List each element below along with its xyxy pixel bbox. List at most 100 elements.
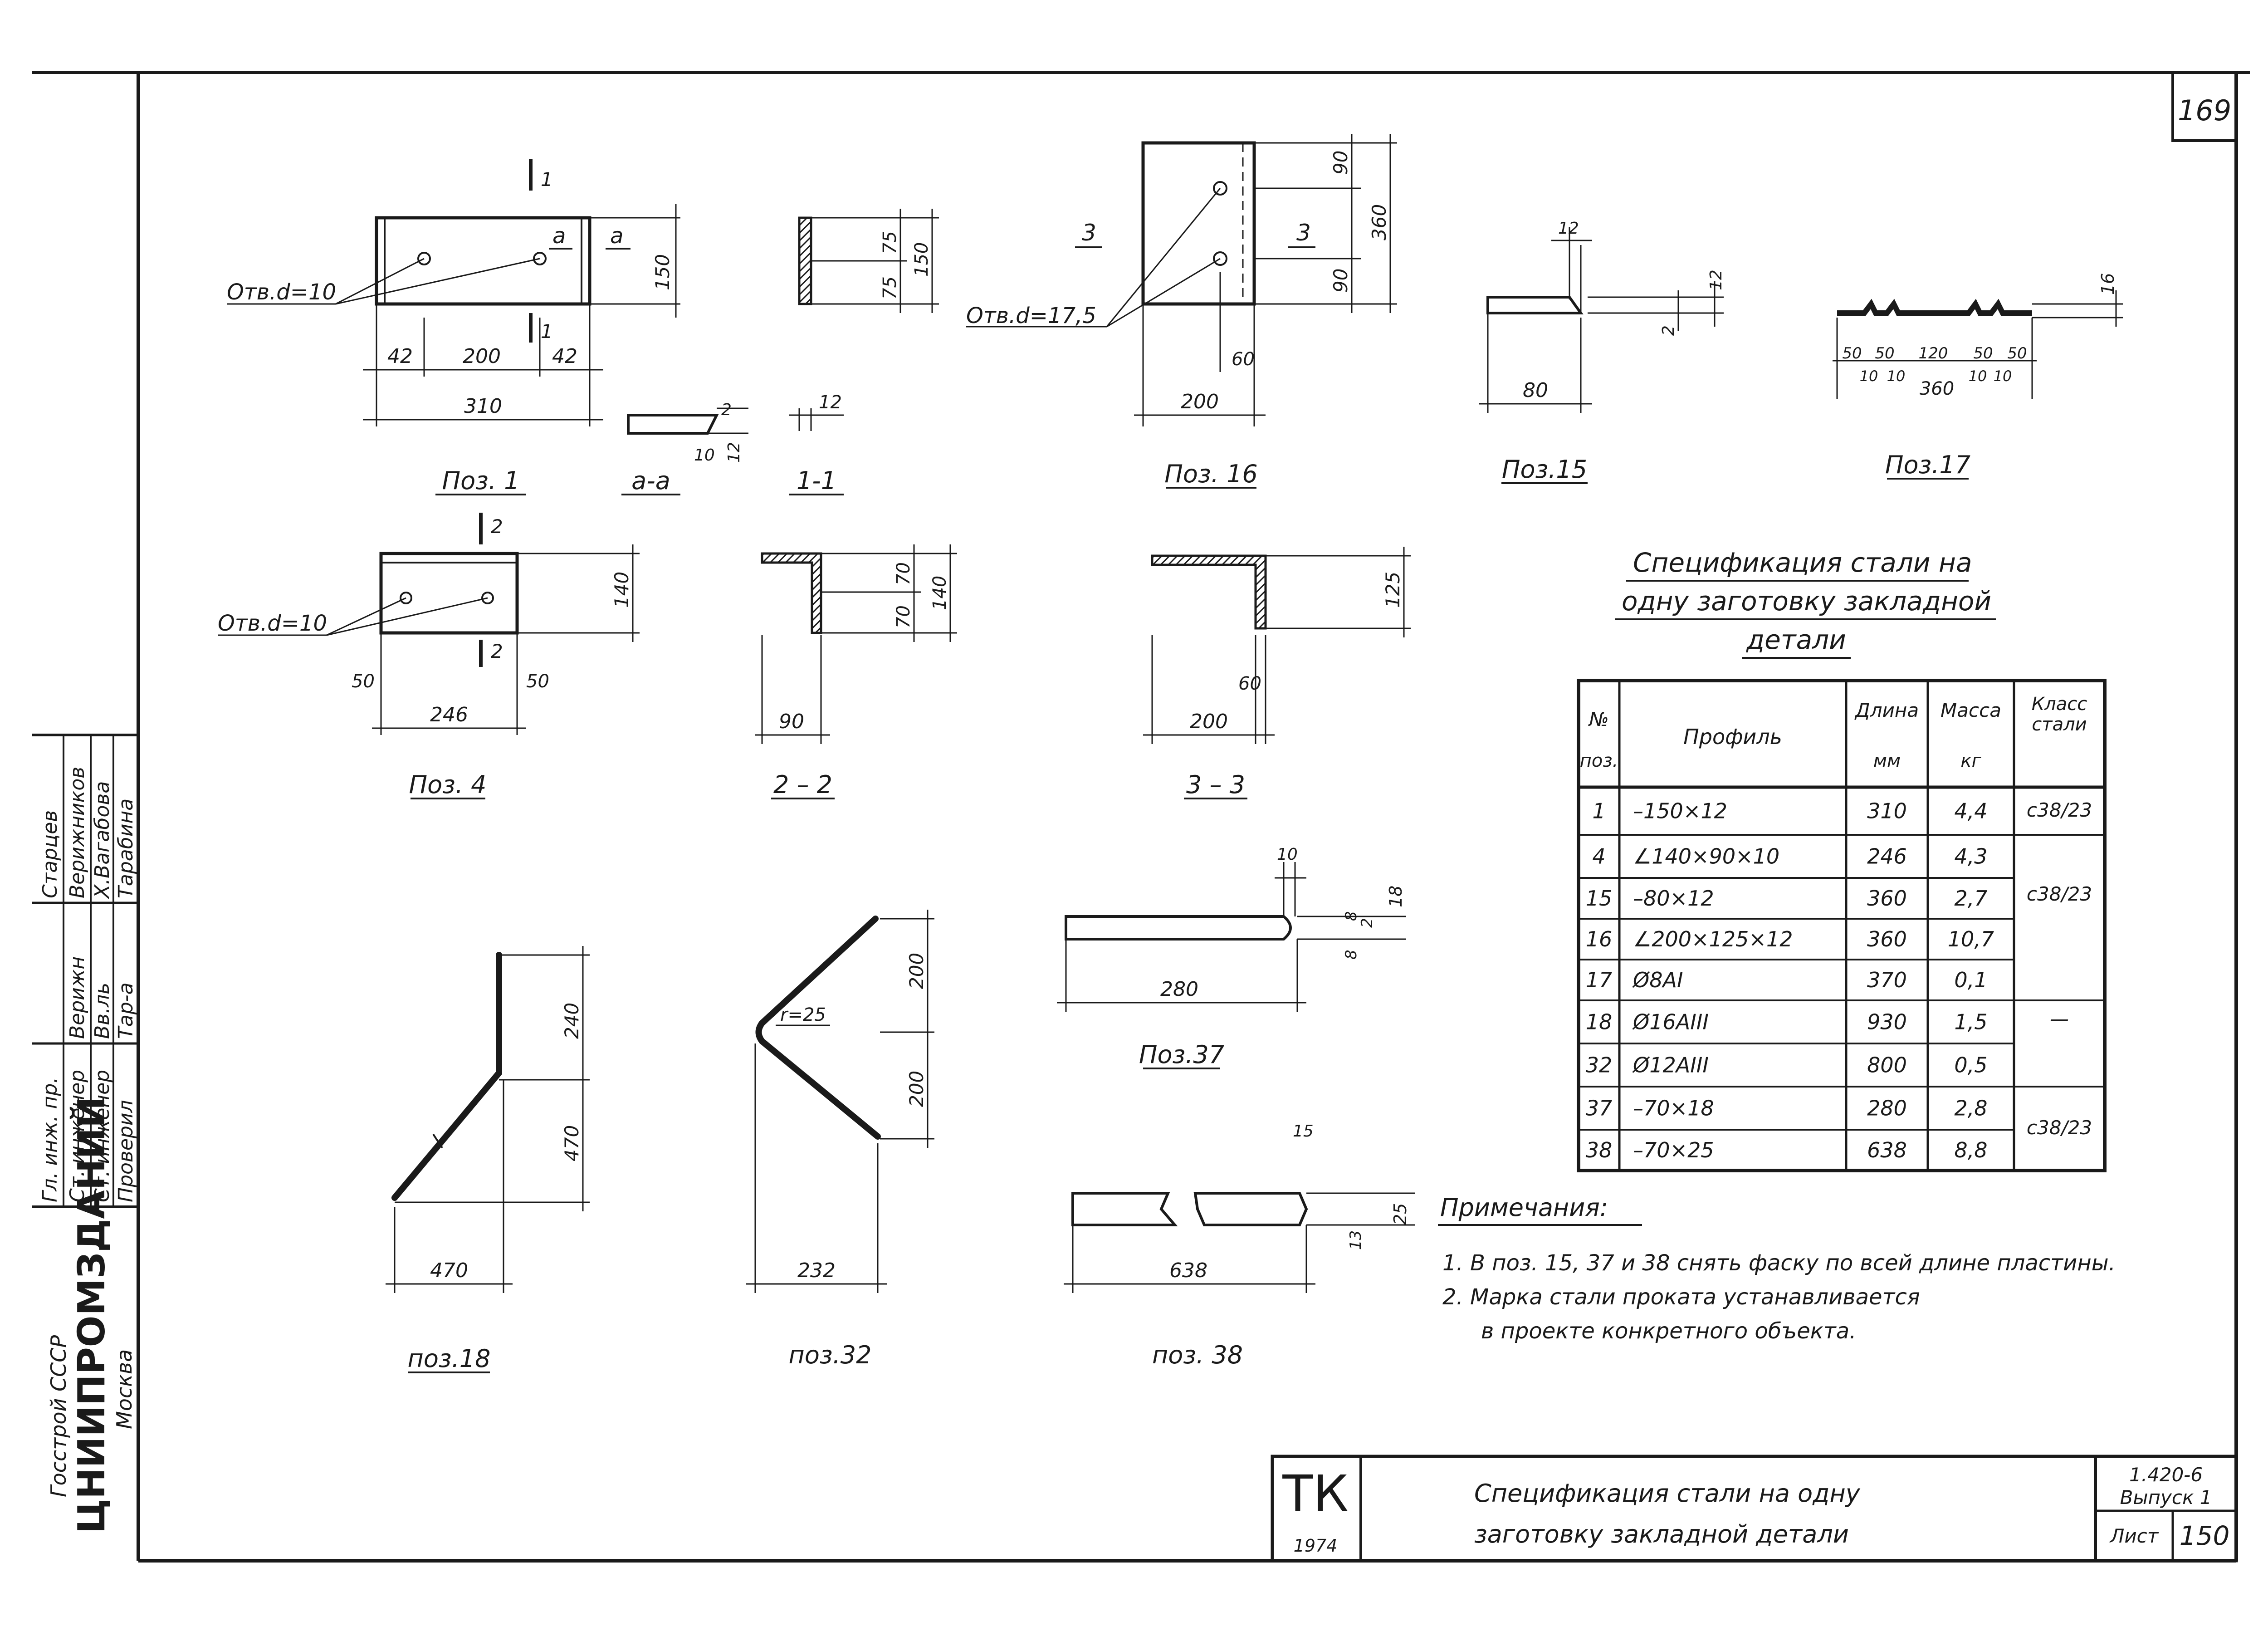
poz37-dim-3: 2 bbox=[1358, 918, 1376, 928]
s11-label: 1-1 bbox=[797, 466, 836, 495]
poz17-dim-8: 10 bbox=[1969, 367, 1987, 385]
poz37-dim-5: 18 bbox=[1386, 886, 1406, 907]
poz16-hole-label: Отв.d=17,5 bbox=[966, 303, 1096, 328]
notes: Примечания: 1. В поз. 15, 37 и 38 снять … bbox=[1438, 1193, 2116, 1344]
cell-pos: 16 bbox=[1586, 927, 1613, 951]
s11-dim-2: 75 bbox=[880, 231, 900, 254]
poz17-dim-2: 50 bbox=[1875, 344, 1894, 362]
cell-profile: –70×18 bbox=[1633, 1096, 1714, 1121]
poz1-section-mark-top: 1 bbox=[541, 168, 553, 191]
poz18-dim-2: 470 bbox=[561, 1125, 583, 1161]
stamp-name-1: Старцев bbox=[39, 810, 62, 898]
class-group-3: — bbox=[2050, 1008, 2069, 1030]
poz16-dim-3: 360 bbox=[1368, 204, 1390, 240]
spec-title-line3: детали bbox=[1746, 624, 1846, 655]
stamp-name-2: Верижников bbox=[66, 767, 89, 898]
detail-poz-17: 16 50 50 120 50 50 10 10 360 10 10 Поз.1… bbox=[1833, 273, 2123, 480]
notes-title: Примечания: bbox=[1440, 1193, 1608, 1222]
poz32-dim-3: 232 bbox=[797, 1259, 836, 1282]
poz15-dim-1: 12 bbox=[1558, 219, 1579, 238]
cell-pos: 38 bbox=[1586, 1138, 1613, 1162]
poz4-dim-total: 246 bbox=[430, 703, 468, 726]
spec-title-line1: Спецификация стали на bbox=[1633, 547, 1972, 578]
th-pos: № bbox=[1588, 708, 1609, 730]
stamp-name-3: Х.Вагабова bbox=[91, 781, 114, 899]
org-ministry: Госстрой СССР bbox=[46, 1335, 71, 1497]
poz16-section-mark-right: 3 bbox=[1296, 220, 1311, 246]
sheet-number: 169 bbox=[2178, 94, 2231, 127]
th-class2: стали bbox=[2032, 714, 2087, 735]
detail-section-aa: 2 10 12 a-a bbox=[621, 401, 748, 495]
cell-length: 360 bbox=[1867, 927, 1907, 951]
poz1-dim-total: 310 bbox=[464, 395, 502, 418]
poz4-section-mark-bottom: 2 bbox=[491, 640, 503, 662]
tb-issue: Выпуск 1 bbox=[2120, 1486, 2212, 1509]
cell-length: 638 bbox=[1867, 1138, 1907, 1162]
poz18-dim-3: 470 bbox=[430, 1259, 468, 1282]
class-group-4: с38/23 bbox=[2027, 1117, 2092, 1139]
class-group-2: с38/23 bbox=[2027, 883, 2092, 905]
poz37-label: Поз.37 bbox=[1139, 1040, 1224, 1069]
cell-profile: ∠140×90×10 bbox=[1633, 844, 1779, 869]
tb-title-line1: Спецификация стали на одну bbox=[1474, 1479, 1861, 1508]
stamp-name-4: Тарабина bbox=[114, 798, 137, 898]
poz17-dim-height: 16 bbox=[2098, 273, 2118, 295]
s22-dim-2: 70 bbox=[893, 605, 914, 628]
s22-dim-4: 90 bbox=[779, 710, 804, 733]
poz38-dim-3: 13 bbox=[1347, 1230, 1365, 1250]
cell-pos: 18 bbox=[1586, 1010, 1613, 1034]
poz4-dim-right: 50 bbox=[526, 671, 549, 692]
detail-section-33: 125 60 200 3 – 3 bbox=[1143, 547, 1411, 799]
s33-dim-1: 125 bbox=[1382, 572, 1404, 608]
detail-poz-1: Отв.d=10 1 1 a a 150 42 200 42 310 Поз. … bbox=[227, 159, 680, 495]
poz1-cut-mark-left: a bbox=[552, 223, 566, 249]
th-mass: Масса bbox=[1941, 699, 2001, 721]
poz4-label: Поз. 4 bbox=[409, 770, 486, 799]
poz1-dim-left: 42 bbox=[387, 345, 413, 368]
s33-label: 3 – 3 bbox=[1186, 770, 1245, 799]
detail-poz-37: 10 8 2 8 18 280 Поз.37 bbox=[1057, 845, 1406, 1069]
title-block: ТК 1974 Спецификация стали на одну загот… bbox=[1271, 1455, 2238, 1563]
cell-length: 310 bbox=[1867, 799, 1907, 823]
aa-label: a-a bbox=[631, 466, 670, 495]
cell-mass: 0,1 bbox=[1954, 968, 1987, 992]
note-1: 1. В поз. 15, 37 и 38 снять фаску по все… bbox=[1442, 1250, 2116, 1276]
poz16-dim-5: 200 bbox=[1181, 390, 1219, 413]
cell-pos: 37 bbox=[1586, 1096, 1613, 1121]
tb-sheet-no: 150 bbox=[2180, 1520, 2230, 1551]
cell-mass: 4,3 bbox=[1954, 844, 1987, 869]
detail-poz-15: 12 12 2 80 Поз.15 bbox=[1479, 219, 1725, 484]
poz17-dim-1: 50 bbox=[1842, 344, 1862, 362]
th-length-unit: мм bbox=[1873, 750, 1901, 771]
poz37-dim-1: 10 bbox=[1277, 845, 1298, 864]
poz15-dim-2: 12 bbox=[1707, 269, 1725, 290]
stamp-signature-3: Тар-а bbox=[114, 982, 137, 1039]
tb-title-line2: заготовку закладной детали bbox=[1474, 1520, 1849, 1548]
poz4-hole-label: Отв.d=10 bbox=[218, 611, 327, 636]
tb-mark: ТК bbox=[1282, 1465, 1348, 1523]
poz16-dim-2: 90 bbox=[1330, 269, 1352, 293]
s11-dim-3: 150 bbox=[911, 242, 932, 277]
detail-section-11: 75 75 150 12 1-1 bbox=[789, 209, 939, 495]
s22-dim-1: 70 bbox=[893, 562, 914, 585]
poz15-dim-3: 2 bbox=[1659, 325, 1678, 336]
cell-length: 360 bbox=[1867, 886, 1907, 911]
poz38-dim-2: 25 bbox=[1390, 1203, 1410, 1225]
th-mass-unit: кг bbox=[1960, 750, 1981, 771]
spec-title: Спецификация стали на одну заготовку зак… bbox=[1615, 547, 1996, 659]
cell-mass: 4,4 bbox=[1954, 799, 1987, 823]
left-stamp: Гл. инж. пр. Ст. инженер Ст. инженер Про… bbox=[32, 734, 138, 1533]
poz4-dim-left: 50 bbox=[352, 671, 375, 692]
cell-length: 930 bbox=[1867, 1010, 1907, 1034]
poz32-radius: r=25 bbox=[780, 1004, 826, 1025]
s11-dim-4: 12 bbox=[819, 392, 842, 413]
org-name: ЦНИИПРОМЗДАНИЙ bbox=[70, 1097, 113, 1533]
cell-profile: ∠200×125×12 bbox=[1633, 927, 1793, 951]
